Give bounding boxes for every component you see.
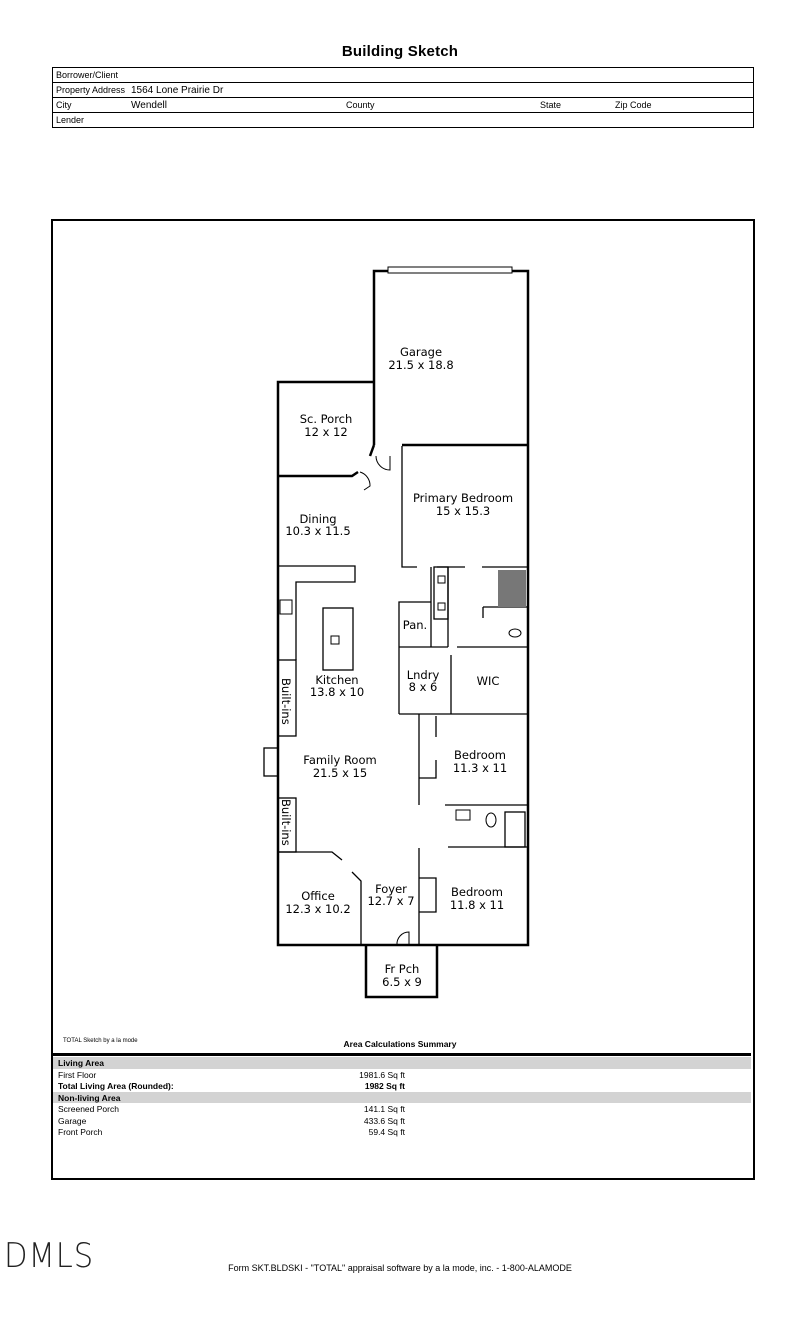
- room-dims: 11.3 x 11: [453, 761, 507, 775]
- summary-row: Front Porch 59.4 Sq ft: [53, 1126, 751, 1138]
- borrower-label: Borrower/Client: [56, 70, 119, 80]
- property-header-table: Borrower/Client Property Address 1564 Lo…: [52, 67, 754, 128]
- room-name: Kitchen: [315, 673, 358, 687]
- summary-row: First Floor 1981.6 Sq ft: [53, 1069, 751, 1081]
- sink-icon: [437, 575, 446, 584]
- row-value: 141.1 Sq ft: [363, 1104, 405, 1114]
- room-dims: 21.5 x 15: [313, 766, 367, 780]
- builtins-label: Built-ins: [279, 678, 293, 725]
- section-label: Non-living Area: [58, 1092, 121, 1103]
- section-label: Living Area: [58, 1058, 104, 1068]
- lender-label: Lender: [56, 115, 85, 125]
- row-value: 1982 Sq ft: [364, 1081, 405, 1091]
- room-name: Bedroom: [451, 885, 503, 899]
- area-summary: Living Area First Floor 1981.6 Sq ft Tota…: [53, 1053, 751, 1138]
- builtins-label: Built-ins: [279, 799, 293, 846]
- city-row: City Wendell County State Zip Code: [53, 98, 753, 113]
- city-label: City: [56, 100, 72, 110]
- toilet-icon: [485, 812, 497, 828]
- room-dims: 12.3 x 10.2: [285, 902, 350, 916]
- room-dims: 6.5 x 9: [382, 975, 422, 989]
- nonliving-area-header: Non-living Area: [53, 1091, 751, 1103]
- address-label: Property Address: [56, 85, 126, 95]
- row-label: First Floor: [58, 1069, 97, 1080]
- room-name: Sc. Porch: [300, 412, 353, 426]
- room-name: Primary Bedroom: [413, 491, 513, 505]
- toilet-icon: [508, 628, 522, 638]
- footer-text: Form SKT.BLDSKI - "TOTAL" appraisal soft…: [228, 1263, 572, 1273]
- sink-icon: [437, 602, 446, 611]
- room-dims: 12 x 12: [304, 425, 347, 439]
- room-name: Fr Pch: [385, 962, 420, 976]
- address-value: 1564 Lone Prairie Dr: [131, 85, 224, 96]
- room-dims: 21.5 x 18.8: [388, 358, 453, 372]
- room-dims: 8 x 6: [409, 680, 438, 694]
- room-name: Dining: [299, 512, 336, 526]
- room-name: Garage: [400, 345, 442, 359]
- row-label: Total Living Area (Rounded):: [58, 1081, 174, 1091]
- row-value: 433.6 Sq ft: [363, 1115, 405, 1126]
- summary-row-total: Total Living Area (Rounded): 1982 Sq ft: [53, 1080, 751, 1092]
- room-name: WIC: [477, 674, 500, 688]
- summary-title: Area Calculations Summary: [343, 1039, 457, 1049]
- room-dims: 10.3 x 11.5: [285, 524, 350, 538]
- city-value: Wendell: [131, 100, 167, 111]
- borrower-row: Borrower/Client: [53, 68, 753, 83]
- room-name: Foyer: [375, 882, 407, 896]
- dmls-watermark: DMLS: [4, 1236, 95, 1276]
- row-value: 1981.6 Sq ft: [359, 1069, 405, 1080]
- row-label: Screened Porch: [58, 1104, 119, 1114]
- row-label: Front Porch: [58, 1127, 103, 1137]
- room-name: Bedroom: [454, 748, 506, 762]
- sketch-credit: TOTAL Sketch by a la mode: [63, 1038, 138, 1044]
- zip-label: Zip Code: [615, 100, 652, 110]
- county-label: County: [346, 100, 375, 110]
- room-dims: 13.8 x 10: [310, 685, 364, 699]
- summary-row: Screened Porch 141.1 Sq ft: [53, 1103, 751, 1115]
- sketch-frame: [51, 219, 755, 1180]
- room-name: Lndry: [407, 668, 440, 682]
- room-dims: 12.7 x 7: [367, 894, 414, 908]
- doors-fixtures: [279, 455, 522, 946]
- row-label: Garage: [58, 1115, 87, 1126]
- shower-icon: [498, 570, 526, 607]
- state-label: State: [540, 100, 562, 110]
- living-area-header: Living Area: [53, 1057, 751, 1069]
- stove-icon: [279, 599, 293, 615]
- lender-row: Lender: [53, 113, 753, 127]
- garage-door: [387, 266, 513, 274]
- room-labels: Garage 21.5 x 18.8 Sc. Porch 12 x 12 Pri…: [279, 345, 513, 989]
- summary-row: Garage 433.6 Sq ft: [53, 1115, 751, 1127]
- row-value: 59.4 Sq ft: [368, 1127, 405, 1137]
- room-dims: 11.8 x 11: [450, 898, 504, 912]
- room-dims: 15 x 15.3: [436, 504, 490, 518]
- room-name: Office: [301, 889, 335, 903]
- page-title: Building Sketch: [341, 43, 459, 60]
- sink-icon: [330, 635, 340, 645]
- sink-icon: [455, 809, 471, 821]
- room-name: Family Room: [303, 753, 376, 767]
- room-name: Pan.: [403, 618, 427, 632]
- address-row: Property Address 1564 Lone Prairie Dr: [53, 83, 753, 98]
